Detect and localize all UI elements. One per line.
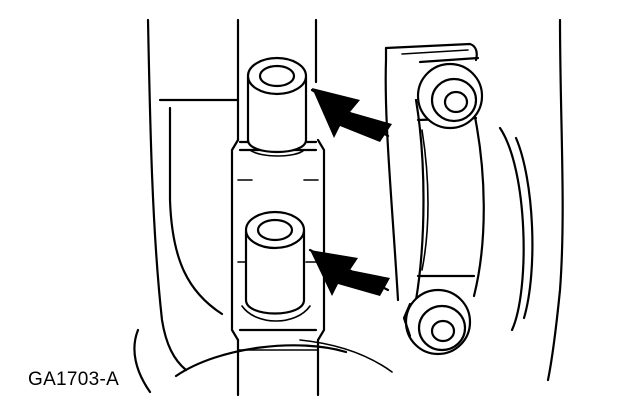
right-lower-bolt-boss xyxy=(402,288,472,356)
engine-block-outline xyxy=(133,18,564,394)
lower-callout-arrow xyxy=(308,248,390,296)
upper-callout-arrow xyxy=(310,88,392,142)
figure-code-label: GA1703-A xyxy=(28,369,120,390)
lower-dowel-sleeve xyxy=(241,210,311,322)
upper-dowel-sleeve xyxy=(246,56,308,157)
right-upper-bolt-boss xyxy=(416,56,484,130)
